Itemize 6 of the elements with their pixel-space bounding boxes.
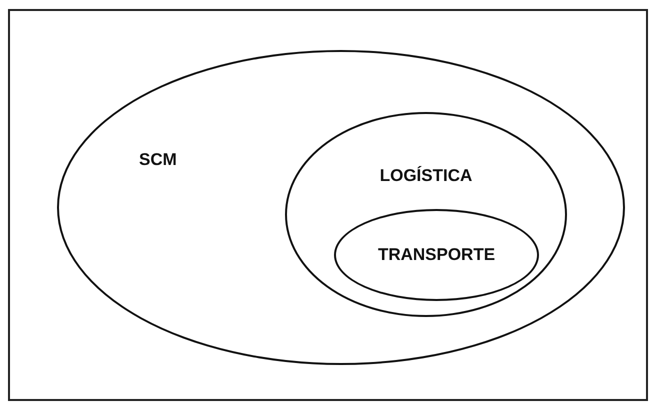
- ellipse: [285, 112, 567, 317]
- ellipse: [57, 50, 625, 365]
- ellipse: [334, 209, 539, 301]
- set-label: SCM: [139, 150, 177, 170]
- set-label: TRANSPORTE: [376, 245, 496, 265]
- set-label: LOGÍSTICA: [378, 166, 474, 186]
